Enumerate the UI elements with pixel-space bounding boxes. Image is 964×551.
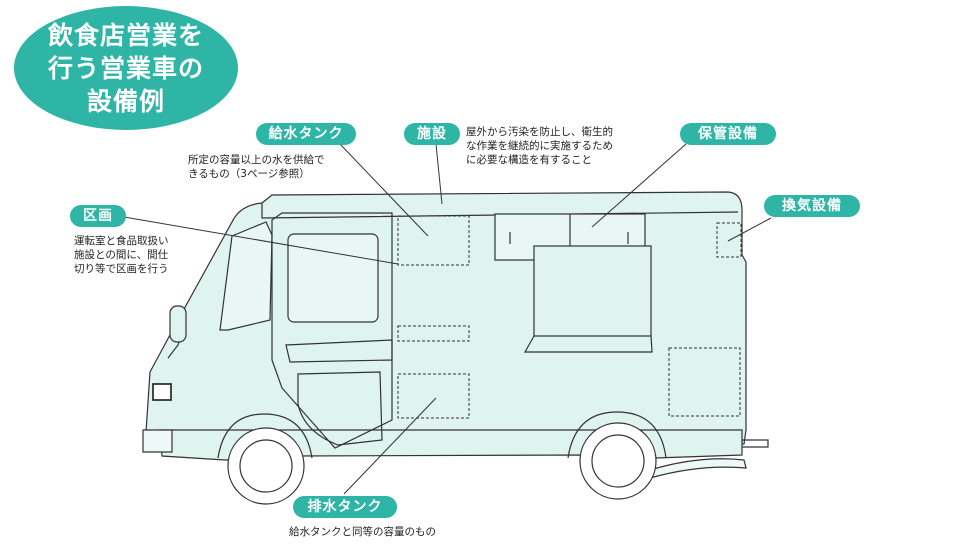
front-wheel-arch (217, 413, 313, 459)
drain-tank-desc-line-1: 給水タンクと同等の容量のもの (289, 526, 436, 538)
partition-label: 区画 (70, 205, 126, 227)
title-badge: 飲食店営業を 行う営業車の 設備例 (14, 6, 238, 130)
leader-partition (117, 215, 399, 265)
storage-box-lower (668, 347, 741, 417)
pipe-box (397, 325, 470, 342)
side-mirror (169, 305, 187, 343)
title-line-2: 行う営業車の (47, 53, 204, 83)
water-tank-desc: 所定の容量以上の水を供給で きるもの（3ページ参照） (188, 153, 325, 181)
cab-side-window (287, 233, 379, 323)
partition-desc-line-1: 運転室と食品取扱い (74, 235, 169, 247)
headlight (152, 383, 172, 401)
cab-door-panel (297, 371, 383, 446)
drain-tank-desc: 給水タンクと同等の容量のもの (289, 525, 436, 539)
drain-tank-label: 排水タンク (293, 496, 397, 518)
counter-flap (533, 245, 652, 337)
water-tank-desc-line-2: きるもの（3ページ参照） (188, 168, 310, 180)
facility-desc: 屋外から汚染を防止し、衛生的 な作業を継続的に実施するため に必要な構造を有する… (466, 125, 613, 167)
drain-tank-box (397, 373, 470, 419)
exhaust-pipe (649, 458, 747, 479)
partition-desc: 運転室と食品取扱い 施設との間に、間仕 切り等で区画を行う (74, 234, 169, 276)
ventilation-box (716, 222, 742, 258)
partition-desc-line-2: 施設との間に、間仕 (74, 249, 169, 261)
leader-ventilation (727, 217, 772, 242)
water-tank-desc-line-1: 所定の容量以上の水を供給で (188, 154, 325, 166)
door-handle (285, 339, 393, 363)
title-line-3: 設備例 (86, 86, 165, 116)
leader-water-tank (338, 142, 429, 237)
partition-desc-line-3: 切り等で区画を行う (74, 263, 169, 275)
tow-bar (742, 439, 769, 448)
water-tank-box (397, 215, 470, 266)
windshield (219, 221, 273, 331)
leader-drain-tank (343, 397, 437, 495)
cab-door (271, 212, 393, 449)
water-tank-label: 給水タンク (256, 123, 356, 145)
storage-label: 保管設備 (680, 123, 776, 145)
facility-label: 施設 (404, 123, 460, 145)
title-line-1: 飲食店営業を (47, 20, 204, 50)
ventilation-label: 換気設備 (764, 195, 860, 217)
leader-facility (435, 143, 443, 205)
facility-desc-line-1: 屋外から汚染を防止し、衛生的 (466, 126, 613, 138)
leader-storage (591, 143, 687, 228)
front-bumper (142, 429, 173, 453)
rear-wheel-arch (567, 411, 667, 459)
facility-desc-line-3: に必要な構造を有すること (466, 154, 592, 166)
facility-desc-line-2: な作業を継続的に実施するため (466, 140, 613, 152)
